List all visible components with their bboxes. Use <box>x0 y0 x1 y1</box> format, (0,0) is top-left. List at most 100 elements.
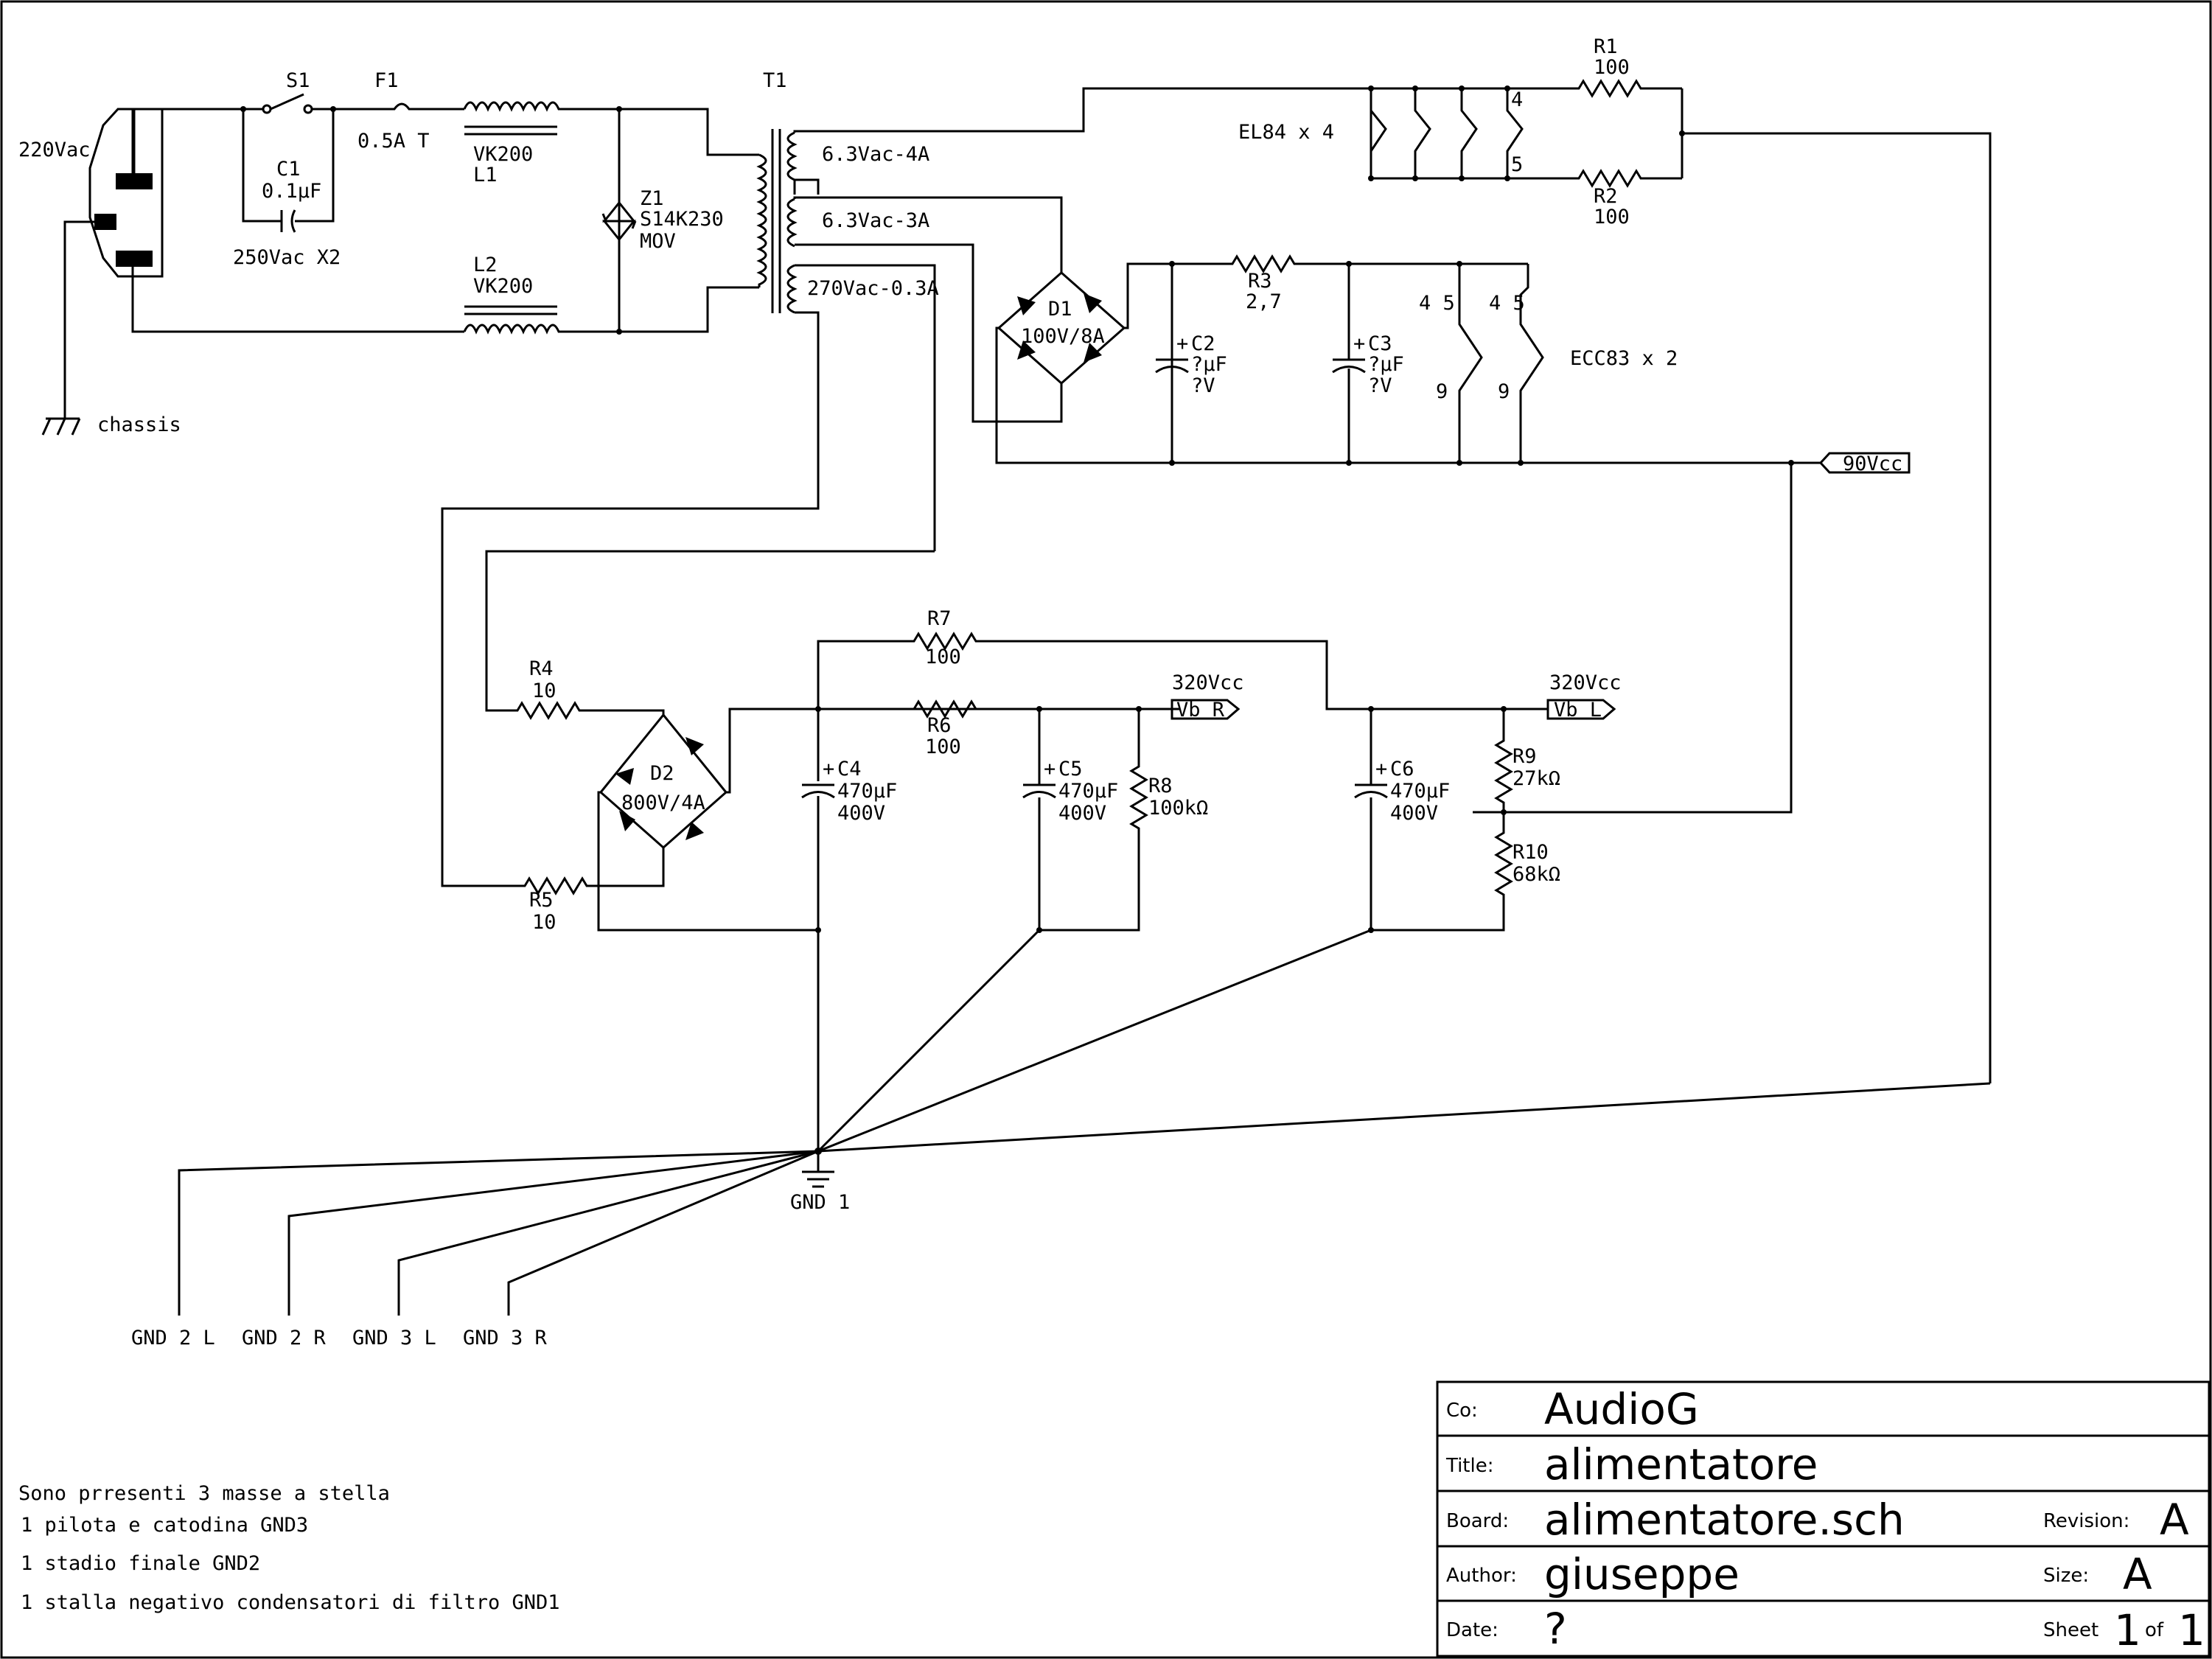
d1-label: D1 <box>1048 298 1072 321</box>
r1-value: 100 <box>1594 56 1630 79</box>
vbr-label: Vb R <box>1176 699 1225 722</box>
line-wire <box>131 108 243 177</box>
chassis-ground-icon <box>41 417 81 436</box>
d2-plus-wire <box>726 708 818 794</box>
co-label: Co: <box>1446 1400 1478 1422</box>
note-3: 1 stalla negativo condensatori di filtro… <box>21 1591 560 1614</box>
c2-value: ?µF <box>1191 353 1227 376</box>
l1-inductor <box>463 101 619 136</box>
r5-resistor <box>516 848 665 895</box>
ecc83-pins-a: 4 5 <box>1419 292 1455 315</box>
r5-label: R5 <box>529 889 554 912</box>
t1-sec1-label: 6.3Vac-4A <box>822 143 929 166</box>
ecc83-pin9-a: 9 <box>1436 380 1448 403</box>
z1-value: S14K230 <box>640 208 724 231</box>
t1-sec3-label: 270Vac-0.3A <box>807 277 939 300</box>
vbr-port <box>1170 699 1241 720</box>
c5-capacitor <box>1022 783 1056 799</box>
z1-type: MOV <box>640 230 676 253</box>
heater-gnd-wire <box>1681 88 1992 1083</box>
f1-value: 0.5A T <box>357 130 430 153</box>
r2-label: R2 <box>1594 185 1618 208</box>
r7-resistor <box>910 632 1504 710</box>
l2-label: L2 <box>473 254 498 276</box>
el84-pin5: 5 <box>1511 153 1523 176</box>
c6-rating: 400V <box>1390 802 1438 825</box>
note-1: 1 pilota e catodina GND3 <box>21 1514 308 1537</box>
gnd2l-label: GND 2 L <box>131 1327 215 1349</box>
sheet-label: Sheet <box>2043 1619 2098 1641</box>
r3-value: 2,7 <box>1246 290 1282 313</box>
title-value: alimentatore <box>1544 1439 1818 1489</box>
d1-value: 100V/8A <box>1021 325 1105 348</box>
note-2: 1 stadio finale GND2 <box>21 1552 260 1575</box>
f1-label: F1 <box>374 69 399 92</box>
vbl-label: Vb L <box>1554 699 1602 722</box>
l2-inductor <box>463 305 619 335</box>
mains-inlet <box>88 108 164 278</box>
d1-minus-wire <box>995 326 1791 464</box>
vcc320-r-label: 320Vcc <box>1172 671 1244 694</box>
ecc83-label: ECC83 x 2 <box>1570 347 1678 370</box>
primary-wire-bottom <box>619 286 759 333</box>
primary-wire-top <box>619 108 759 156</box>
c1-value: 0.1µF <box>262 180 321 203</box>
r2-resistor <box>1570 169 1682 188</box>
r5-value: 10 <box>532 911 557 934</box>
gnd2r-label: GND 2 R <box>242 1327 327 1349</box>
c1-label: C1 <box>276 158 301 181</box>
d2-minus-wire <box>597 791 818 932</box>
gnd3r-label: GND 3 R <box>463 1327 548 1349</box>
vcc320-l-label: 320Vcc <box>1549 671 1622 694</box>
c5-value: 470µF <box>1058 780 1118 803</box>
vbl-port <box>1546 699 1616 720</box>
d1-plus-wire <box>1124 262 1173 463</box>
r10-label: R10 <box>1513 841 1549 864</box>
chassis-label: chassis <box>97 413 181 436</box>
l2-value: VK200 <box>473 275 533 298</box>
ht-wire-b <box>485 550 935 712</box>
d2-bridge-rectifier <box>599 713 728 850</box>
c4-capacitor <box>801 783 835 799</box>
c1-capacitor <box>280 209 296 233</box>
c5-rating: 400V <box>1058 802 1106 825</box>
co-value: AudioG <box>1544 1384 1699 1434</box>
heater2-wire-bottom <box>795 243 1063 423</box>
date-value: ? <box>1544 1604 1567 1654</box>
c2-capacitor <box>1155 264 1189 463</box>
t1-transformer <box>756 129 798 314</box>
c2-rating: ?V <box>1191 374 1215 397</box>
c2-label: C2 <box>1191 332 1215 355</box>
c6-capacitor <box>1354 783 1388 799</box>
ground-icon <box>802 1151 834 1188</box>
r4-label: R4 <box>529 657 554 680</box>
el84-filaments <box>1368 85 1524 181</box>
c5-label: C5 <box>1058 758 1083 780</box>
size-label: Size: <box>2043 1565 2089 1587</box>
sheet-total-value: 1 <box>2178 1605 2205 1655</box>
revision-label: Revision: <box>2043 1510 2129 1532</box>
ecc83-pins-b: 4 5 <box>1489 292 1525 315</box>
sheet-value: 1 <box>2114 1605 2141 1655</box>
board-label: Board: <box>1446 1510 1509 1532</box>
c5-plus: + <box>1044 758 1056 780</box>
heater1-wire-top <box>793 87 1570 133</box>
c1-wire <box>242 109 335 223</box>
c1-rating: 250Vac X2 <box>233 246 341 269</box>
el84-return-wire <box>1370 88 1570 180</box>
c4-plus: + <box>823 758 834 780</box>
c6-label: C6 <box>1390 758 1414 780</box>
c4-rating: 400V <box>837 802 885 825</box>
r10-resistor <box>1494 812 1513 930</box>
r6-value: 100 <box>925 736 961 758</box>
c3-label: C3 <box>1368 332 1392 355</box>
r8-value: 100kΩ <box>1148 797 1208 820</box>
r3-resistor <box>1224 254 1349 273</box>
r7-label: R7 <box>927 607 952 630</box>
mains-input-label: 220Vac <box>18 139 91 161</box>
r6-resistor <box>910 699 980 719</box>
z1-mov <box>601 200 637 242</box>
ecc83-pin9-b: 9 <box>1498 380 1510 403</box>
r1-label: R1 <box>1594 35 1618 58</box>
